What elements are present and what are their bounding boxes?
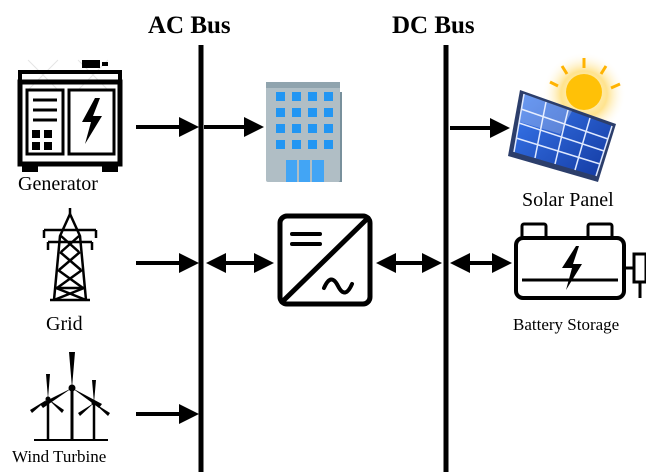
dc-bus-title: DC Bus — [392, 12, 475, 39]
wind-turbine-label: Wind Turbine — [12, 447, 106, 466]
ac-bus-title: AC Bus — [148, 12, 231, 39]
solar-panel-label: Solar Panel — [522, 189, 614, 211]
battery-storage-icon — [514, 222, 646, 300]
solar-panel-icon — [508, 52, 626, 182]
ac-dc-converter-icon — [277, 213, 373, 307]
transmission-tower-icon — [42, 208, 98, 302]
office-building-icon — [266, 82, 342, 182]
generator-icon — [17, 59, 123, 172]
wind-turbine-icon — [30, 352, 110, 441]
generator-label: Generator — [18, 173, 98, 195]
grid-label: Grid — [46, 313, 83, 335]
battery-storage-label: Battery Storage — [513, 315, 619, 334]
